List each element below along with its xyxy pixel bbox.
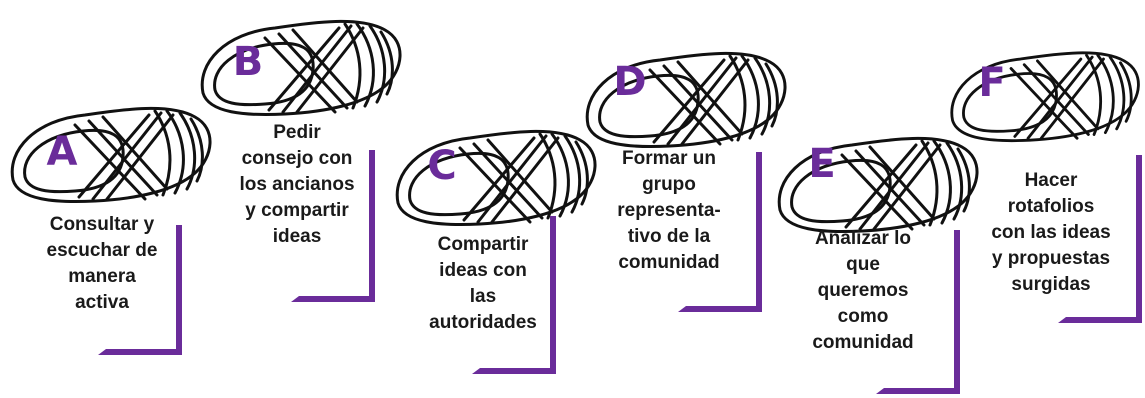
step-bracket — [678, 152, 762, 312]
label-line: Compartir — [437, 234, 529, 255]
step-bracket — [291, 150, 375, 302]
step-label: Hacer rotafolios con las ideas y propues… — [976, 168, 1126, 298]
label-line: ideas — [272, 226, 322, 247]
label-line: Pedir — [273, 122, 321, 143]
step-bracket — [472, 216, 556, 374]
label-line: surgidas — [1011, 274, 1091, 295]
label-line: los ancianos — [239, 174, 355, 195]
step-label: Pedir consejo con los ancianos y compart… — [222, 120, 372, 250]
label-line: Analizar lo — [814, 228, 912, 249]
label-line: consejo con — [241, 148, 353, 169]
label-line: las — [469, 286, 497, 307]
label-line: Consultar y — [49, 214, 155, 235]
label-line: queremos — [817, 280, 909, 301]
step-letter: C — [427, 143, 457, 189]
label-line: escuchar de — [46, 240, 158, 261]
label-line: ideas con — [439, 260, 527, 281]
label-line: y propuestas — [991, 248, 1111, 269]
label-line: comunidad — [618, 252, 720, 273]
label-line: representa- — [617, 200, 721, 221]
step-label: Analizar lo que queremos como comunidad — [788, 226, 938, 356]
label-line: comunidad — [812, 332, 914, 353]
step-label: Formar un grupo representa- tivo de la c… — [594, 146, 744, 276]
step-bracket — [1058, 155, 1142, 323]
step-label: Compartir ideas con las autoridades — [408, 232, 558, 336]
label-line: Formar un — [622, 148, 716, 169]
step-letter: D — [613, 59, 647, 105]
step-bracket — [98, 225, 182, 355]
sandal-icon — [10, 106, 212, 204]
label-line: manera — [68, 266, 136, 287]
label-line: Hacer — [1024, 170, 1078, 191]
step-label: Consultar y escuchar de manera activa — [22, 212, 182, 316]
label-line: grupo — [642, 174, 696, 195]
label-line: como — [837, 306, 889, 327]
step-letter: F — [978, 60, 1006, 106]
label-line: rotafolios — [1007, 196, 1095, 217]
step-letter: E — [808, 141, 836, 187]
step-bracket — [876, 230, 960, 394]
step-letter: A — [46, 129, 78, 175]
label-line: activa — [75, 292, 129, 313]
label-line: que — [846, 254, 880, 275]
label-line: autoridades — [429, 312, 537, 333]
label-line: con las ideas — [991, 222, 1111, 243]
label-line: tivo de la — [627, 226, 711, 247]
step-letter: B — [232, 39, 264, 85]
label-line: y compartir — [245, 200, 349, 221]
